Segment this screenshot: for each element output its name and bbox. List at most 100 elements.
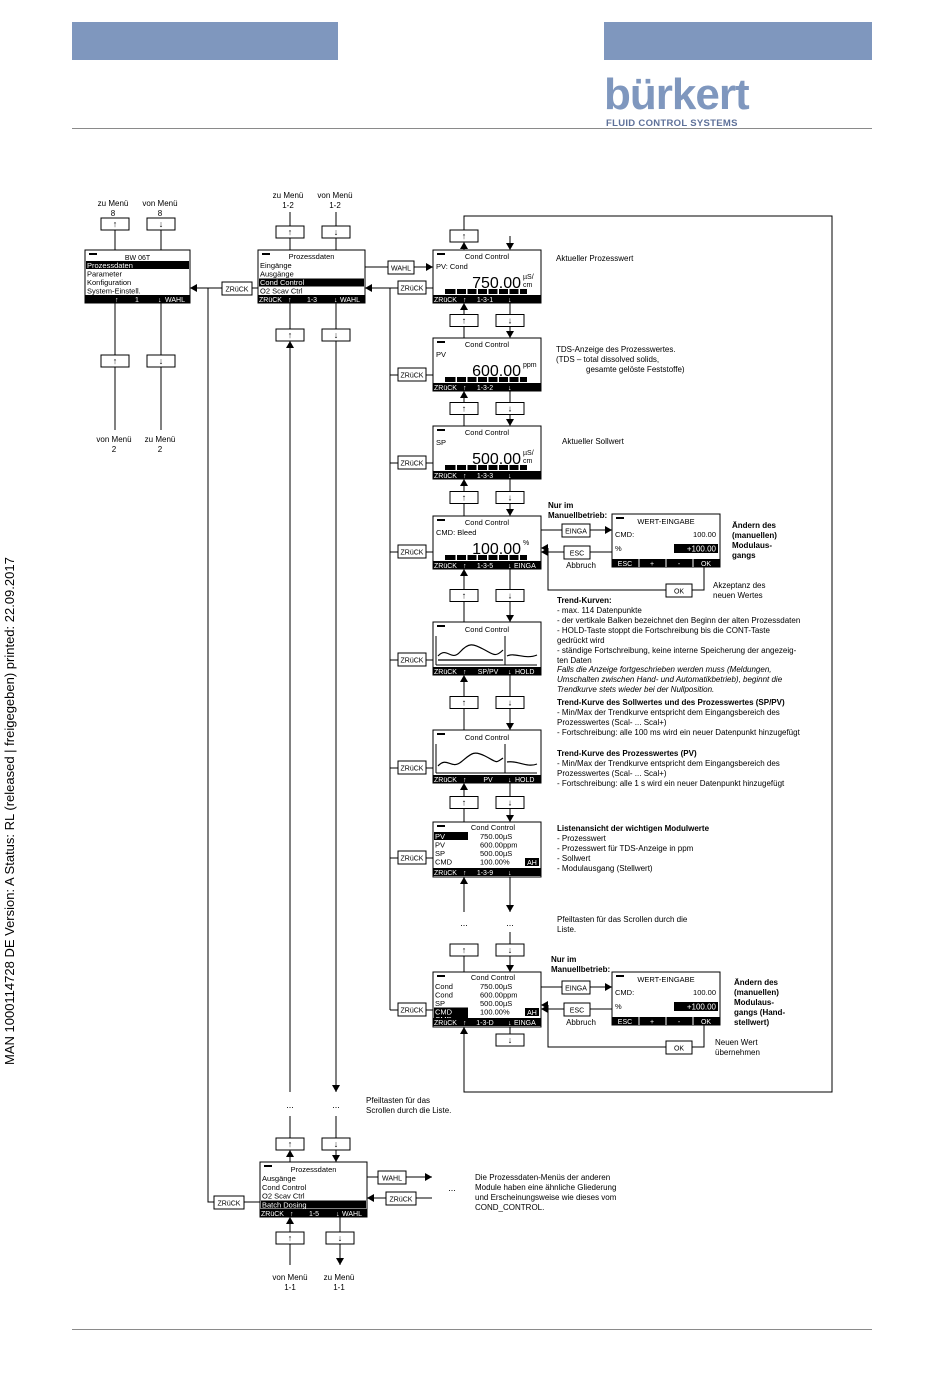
wahl-key-pd2[interactable]: WAHL [377,1170,407,1185]
note-aendern-des-modulausgangs-1: Ändern des [732,521,777,530]
nav-up-to-menu-1-2[interactable]: ↑ [275,225,305,239]
ok-key-1[interactable]: OK [665,583,693,598]
nav-up-cond-7[interactable]: ↑ [449,943,479,957]
trend-screen-sppv-marker [437,625,445,627]
bar-gap [518,377,520,382]
abbruch-label-2: Abbruch [566,1018,596,1027]
connector-line [692,567,705,591]
nav-down-pd1[interactable]: ↓ [321,328,351,342]
nav-down-cond-bottom[interactable]: ↓ [495,1033,525,1047]
nav-up-cond-top[interactable]: ↑ [449,229,479,243]
zurueck-key-cond-7-label: ZRüCK [401,856,424,863]
nav-down-cond-3[interactable]: ↓ [495,491,525,504]
nav-down-from-menu-8[interactable]: ↓ [146,217,176,231]
nav-down-cond-5[interactable]: ↓ [495,696,525,709]
bar-gap [455,555,457,560]
bar-gap [476,377,478,382]
nav-up-cond-1[interactable]: ↑ [449,314,479,327]
wahl-key-pd1[interactable]: WAHL [387,260,415,275]
bar-gap [497,465,499,470]
cond-list-screen-1-title: Cond Control [471,823,516,832]
nav-up-pd2-glyph: ↑ [288,1139,293,1149]
screen-footer-text: ↓ [508,669,512,676]
nav-up-cond-2[interactable]: ↑ [449,402,479,415]
wert-eingabe-dialog-2-softkey: + [650,1019,654,1026]
einga-key-2[interactable]: EINGA [561,980,591,995]
nav-up-cond-5[interactable]: ↑ [449,696,479,709]
zurueck-key-cond-5[interactable]: ZRüCK [397,652,427,667]
zurueck-key-cond-5-label: ZRüCK [401,658,424,665]
nav-down-pd2[interactable]: ↓ [321,1137,351,1151]
ok-key-2[interactable]: OK [665,1040,693,1055]
arrowhead [190,284,197,292]
zurueck-key-pd2-right[interactable]: ZRüCK [385,1191,417,1206]
nav-up-to-menu-8[interactable]: ↑ [100,217,130,231]
zurueck-key-pd2-left[interactable]: ZRüCK [213,1195,245,1210]
screen-footer-text: ↓ [508,297,512,304]
zurueck-key-cond-7[interactable]: ZRüCK [397,850,427,865]
zurueck-key-cond-4[interactable]: ZRüCK [397,544,427,559]
nav-up-pd1[interactable]: ↑ [275,328,305,342]
wert-eingabe-dialog-2-pct-value: +100.00 [687,1003,717,1012]
note-trend-sppv: Trend-Kurve des Sollwertes und des Proze… [557,698,785,707]
zurueck-key-pd1[interactable]: ZRüCK [221,281,253,296]
zurueck-key-cond-8[interactable]: ZRüCK [397,1002,427,1017]
nav-up-from-menu-1-1[interactable]: ↑ [275,1231,305,1245]
note-aendern-des-modulausgangs-2: Modulaus- [734,998,774,1007]
note-aendern-des-modulausgangs-2: gangs (Hand- [734,1008,785,1017]
nav-down-cond-6[interactable]: ↓ [495,796,525,809]
nav-down-to-menu-1-1[interactable]: ↓ [325,1231,355,1245]
bar-gap [455,465,457,470]
nav-down-cond-7[interactable]: ↓ [495,943,525,957]
nav-down-cond-1[interactable]: ↓ [495,314,525,327]
cond-list-screen-2-title: Cond Control [471,973,516,982]
screen-footer-text: HOLD [515,777,534,784]
zurueck-key-cond-1-label: ZRüCK [401,286,424,293]
arrowhead [506,815,514,822]
ok-key-2-label: OK [674,1046,684,1053]
list-row-highlight [434,1007,468,1016]
nav-down-to-menu-2[interactable]: ↓ [146,354,176,368]
esc-key-2[interactable]: ESC [563,1002,591,1017]
screen-footer-text: ZRüCK [434,297,457,304]
esc-key-1[interactable]: ESC [563,545,591,560]
zurueck-key-cond-1[interactable]: ZRüCK [397,280,427,295]
cond-screen-4-frame [432,515,542,570]
prozessdaten-screen-1-marker [262,253,270,255]
screen-footer-bar [433,775,541,783]
nav-up-cond-4-glyph: ↑ [462,591,467,601]
nav-up-cond-3[interactable]: ↑ [449,491,479,504]
cond-list-screen-2-row-label: Cond [435,982,453,991]
main-menu-item: Parameter [87,270,123,279]
nav-down-from-menu-1-2[interactable]: ↓ [321,225,351,239]
screen-footer-bar [433,868,541,876]
nav-down-cond-2[interactable]: ↓ [495,402,525,415]
esc-key-1-label: ESC [570,551,584,558]
zurueck-key-cond-3[interactable]: ZRüCK [397,455,427,470]
nav-up-cond-4[interactable]: ↑ [449,589,479,602]
cond-screen-2-frame [432,337,542,392]
screen-footer-text: WAHL [165,297,185,304]
arrowhead [506,243,514,250]
cond-screen-1-bar [445,289,527,294]
nav-down-cond-5-glyph: ↓ [508,698,513,708]
nav-up-cond-6[interactable]: ↑ [449,796,479,809]
value-highlight [674,1002,718,1011]
zurueck-key-cond-6[interactable]: ZRüCK [397,760,427,775]
nav-up-from-menu-2[interactable]: ↑ [100,354,130,368]
nav-down-cond-4[interactable]: ↓ [495,589,525,602]
screen-footer-bar [260,1209,367,1217]
screen-footer-text: ↑ [288,297,292,304]
einga-key-1[interactable]: EINGA [561,523,591,538]
nav-down-to-menu-1-1-glyph: ↓ [338,1233,343,1243]
wert-eingabe-dialog-1-marker [616,517,624,519]
nav-up-pd2[interactable]: ↑ [275,1137,305,1151]
arrowhead [425,1173,432,1181]
nav-down-pd1-glyph: ↓ [334,330,339,340]
zurueck-key-cond-2[interactable]: ZRüCK [397,367,427,382]
prozessdaten-item: O2 Scav Ctrl [262,1192,305,1201]
prozessdaten-screen-1-frame [257,249,366,304]
note-trend-kurven: gedrückt wird [557,636,605,645]
